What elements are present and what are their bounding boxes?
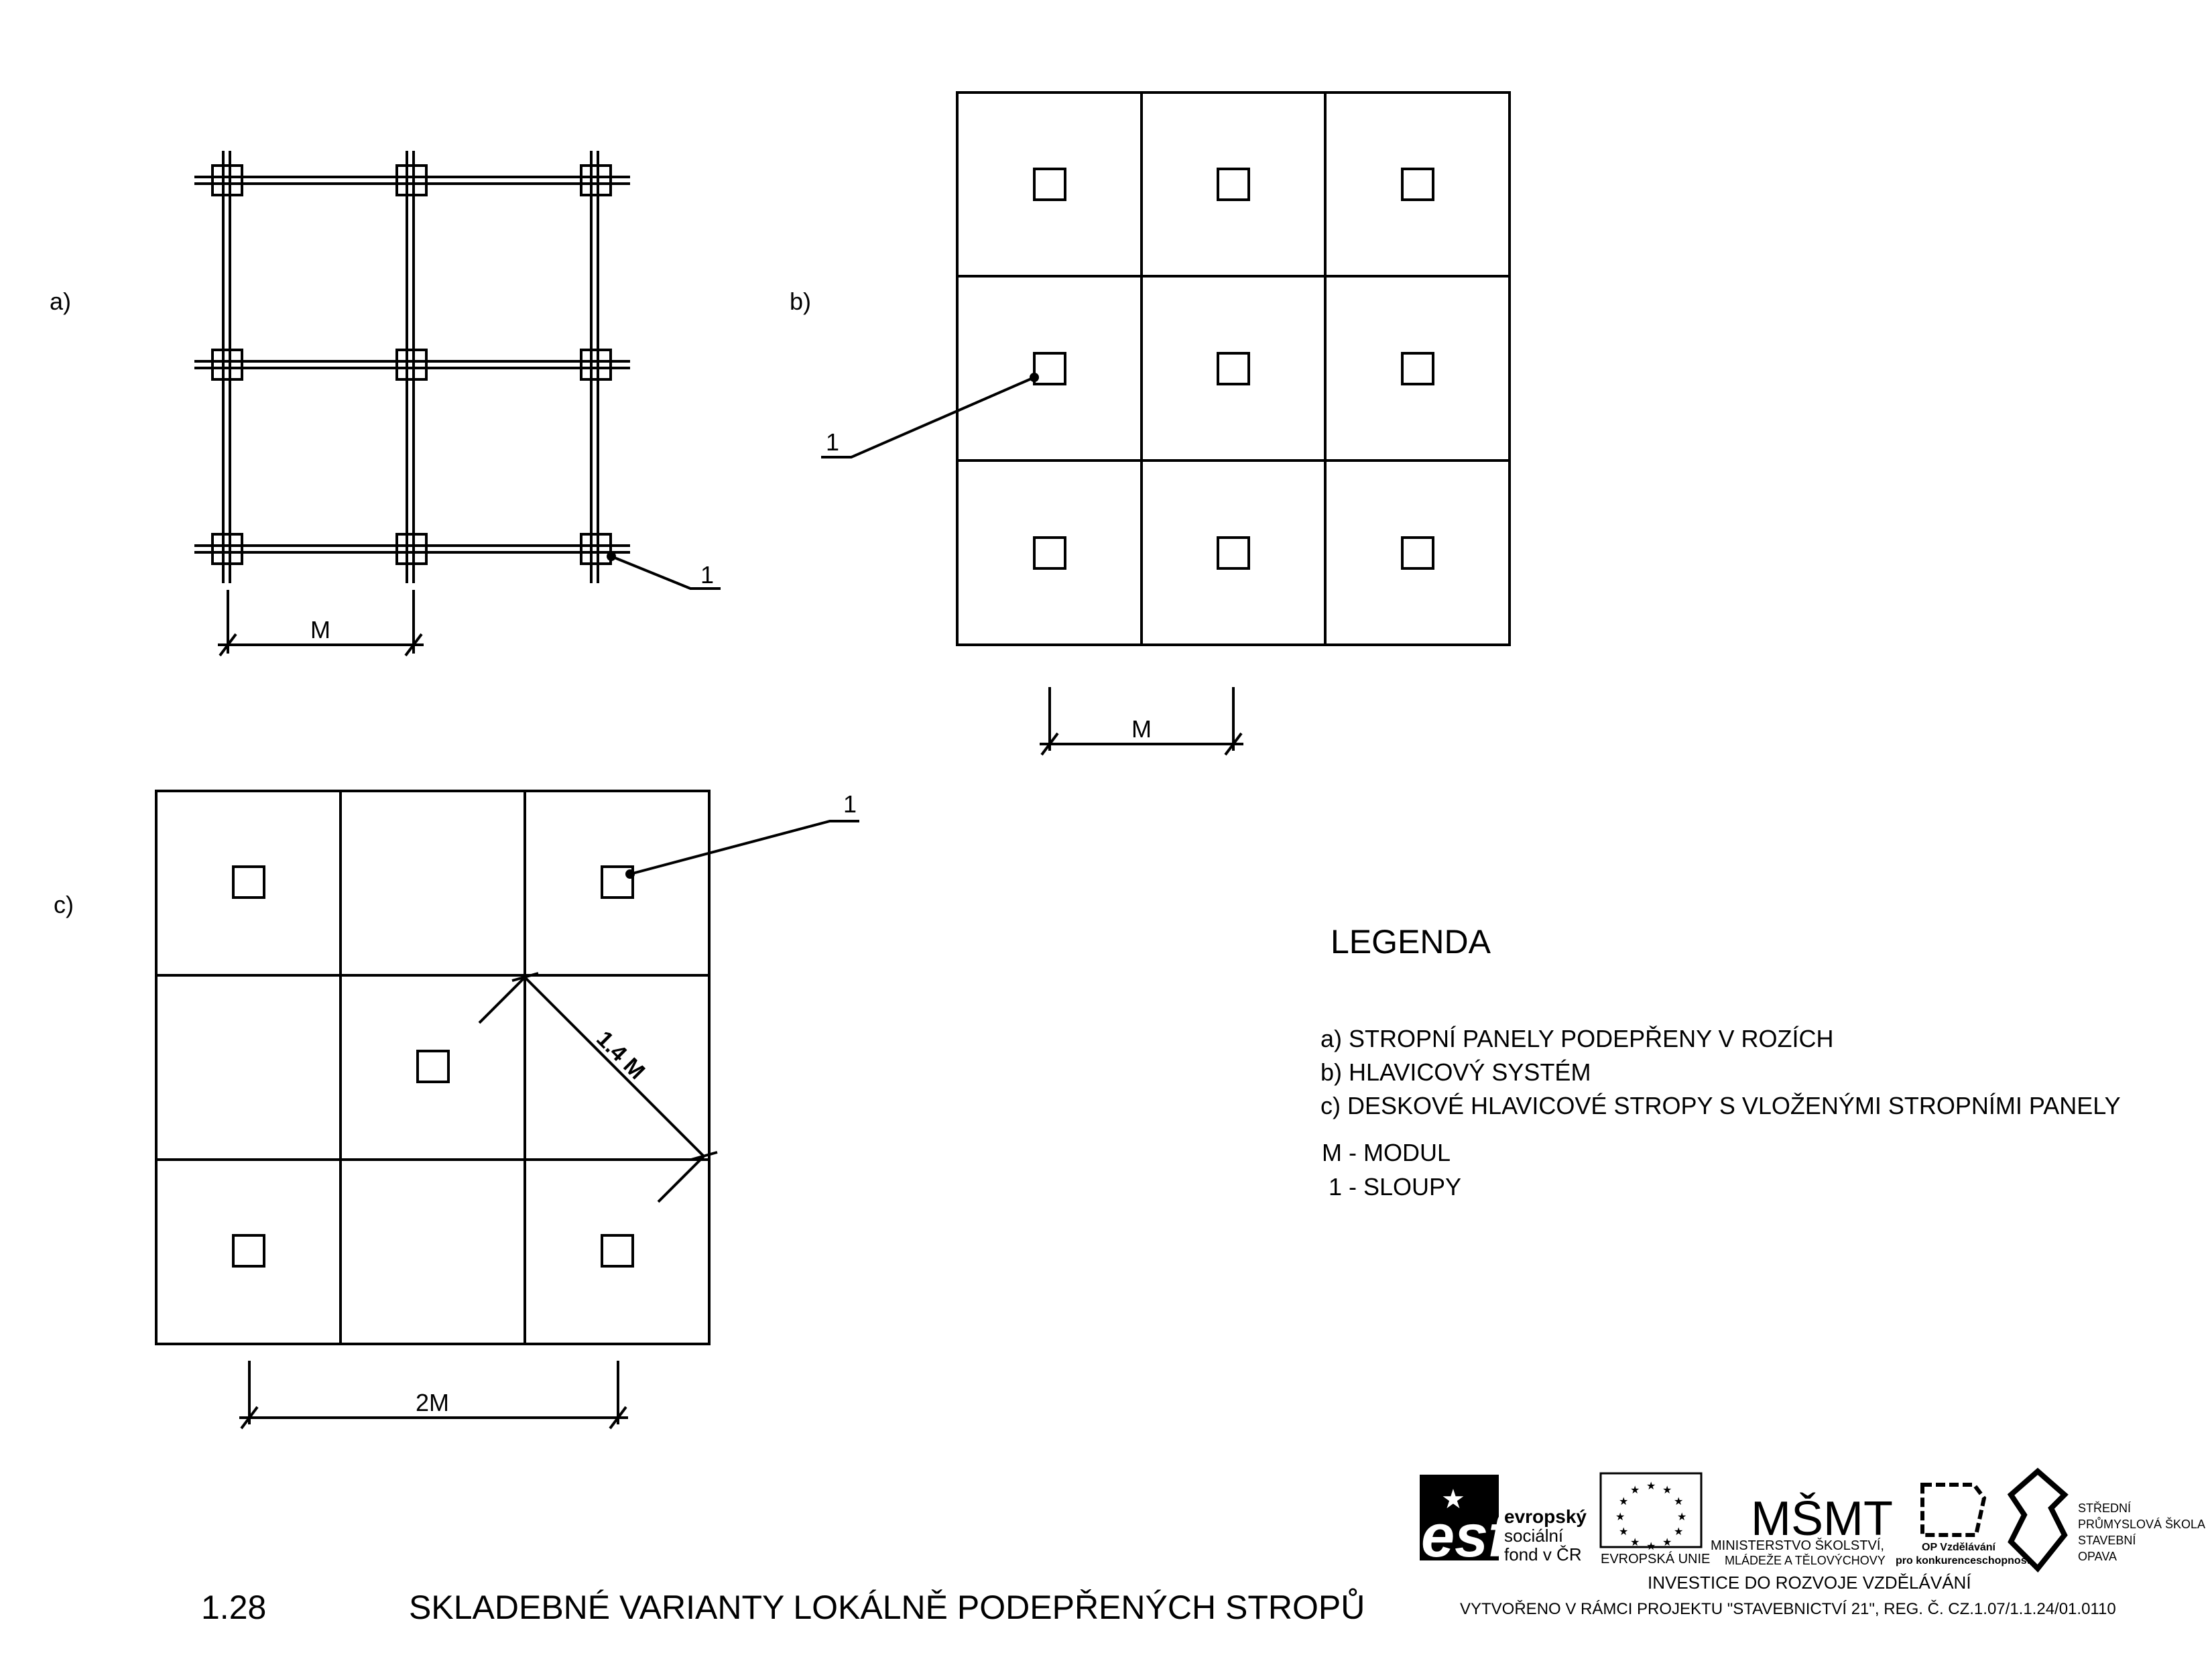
op-logo: OP Vzdělávání pro konkurenceschopnost [1896, 1483, 2031, 1566]
legend-title: LEGENDA [1331, 923, 1491, 961]
svg-text:★: ★ [1630, 1485, 1640, 1496]
callout-leader [629, 820, 859, 875]
column-square [211, 349, 243, 381]
footer-line1: INVESTICE DO ROZVOJE VZDĚLÁVÁNÍ [1648, 1573, 1971, 1593]
diagram-b [821, 91, 1511, 756]
eu-logo: ★ ★ ★ ★ ★ ★ ★ ★ ★ ★ ★ ★ EVROPSKÁ UNIE [1599, 1472, 1710, 1566]
diagram-b-dimension: M [1131, 715, 1152, 743]
column-square [416, 1050, 450, 1083]
column-square [580, 533, 612, 565]
eu-logo-caption: EVROPSKÁ UNIE [1601, 1551, 1710, 1566]
legend-note-module: M - MODUL [1322, 1139, 1451, 1166]
legend-item-c: c) DESKOVÉ HLAVICOVÉ STROPY S VLOŽENÝMI … [1320, 1092, 2121, 1119]
esf-logo-mark: esf [1421, 1503, 1514, 1570]
op-logo-line2: pro konkurenceschopnost [1896, 1555, 2031, 1566]
column-square [580, 164, 612, 196]
svg-text:★: ★ [1662, 1485, 1672, 1496]
diagram-a-dimension: M [310, 616, 330, 643]
msmt-logo-line1: MINISTERSTVO ŠKOLSTVÍ, [1711, 1538, 1884, 1553]
column-square [395, 164, 428, 196]
diagram-a [194, 151, 721, 657]
svg-text:★: ★ [1646, 1481, 1656, 1492]
column-square [1217, 536, 1250, 570]
diagram-a-label: a) [50, 288, 71, 315]
column-square [1401, 352, 1434, 385]
column-square [601, 1234, 634, 1268]
esf-logo-line2: sociální [1504, 1526, 1564, 1546]
esf-logo-line1: evropský [1504, 1506, 1587, 1527]
drawing-title: SKLADEBNÉ VARIANTY LOKÁLNĚ PODEPŘENÝCH S… [409, 1588, 1365, 1626]
svg-text:★: ★ [1619, 1496, 1628, 1508]
esf-logo: esf ★ evropský sociální fond v ČR [1420, 1475, 1587, 1570]
column-square [1401, 536, 1434, 570]
column-square [1217, 352, 1250, 385]
esf-logo-line3: fond v ČR [1504, 1544, 1582, 1564]
svg-text:★: ★ [1615, 1512, 1625, 1523]
legend-item-b: b) HLAVICOVÝ SYSTÉM [1320, 1058, 1591, 1086]
column-square [395, 533, 428, 565]
school-logo-line2: PRŮMYSLOVÁ ŠKOLA [2078, 1517, 2205, 1531]
diagram-a-callout: 1 [700, 561, 714, 589]
column-square [395, 349, 428, 381]
column-square [601, 865, 634, 899]
school-logo: STŘEDNÍ PRŮMYSLOVÁ ŠKOLA STAVEBNÍ OPAVA [2007, 1467, 2205, 1573]
svg-text:★: ★ [1619, 1526, 1628, 1538]
svg-text:★: ★ [1674, 1526, 1683, 1538]
callout-leader [821, 376, 1035, 458]
op-logo-line1: OP Vzdělávání [1922, 1542, 1996, 1553]
column-square [232, 865, 265, 899]
column-square [1033, 536, 1066, 570]
svg-text:★: ★ [1630, 1537, 1640, 1548]
svg-text:★: ★ [1674, 1496, 1683, 1508]
footer-line2: VYTVOŘENO V RÁMCI PROJEKTU "STAVEBNICTVÍ… [1460, 1599, 2116, 1618]
diagram-c-dimension: 2M [416, 1389, 449, 1416]
column-square [580, 349, 612, 381]
drawing-number: 1.28 [201, 1589, 266, 1626]
school-logo-line1: STŘEDNÍ [2078, 1501, 2131, 1515]
msmt-logo-mark: MŠMT [1751, 1492, 1893, 1546]
diagram-c-callout: 1 [843, 790, 857, 818]
diagram-c-diagonal-dimension: 1.4 M [591, 1026, 650, 1085]
svg-text:★: ★ [1646, 1541, 1656, 1552]
legend-item-a: a) STROPNÍ PANELY PODEPŘENY V ROZÍCH [1320, 1025, 1834, 1052]
eu-stars-icon: ★ ★ ★ ★ ★ ★ ★ ★ ★ ★ ★ ★ [1615, 1481, 1686, 1552]
column-square [211, 533, 243, 565]
svg-text:★: ★ [1662, 1537, 1672, 1548]
star-icon: ★ [1441, 1485, 1465, 1514]
school-logo-line3: STAVEBNÍ [2078, 1534, 2136, 1547]
msmt-logo: MŠMT MINISTERSTVO ŠKOLSTVÍ, MLÁDEŽE A TĚ… [1711, 1492, 1893, 1567]
column-square [1401, 168, 1434, 201]
callout-leader [611, 555, 721, 590]
msmt-logo-line2: MLÁDEŽE A TĚLOVÝCHOVY [1725, 1554, 1886, 1567]
legend-note-columns: 1 - SLOUPY [1322, 1173, 1461, 1201]
column-square [232, 1234, 265, 1268]
column-square [1217, 168, 1250, 201]
column-square [1033, 168, 1066, 201]
diagram-b-callout: 1 [826, 428, 839, 456]
diagram-c [155, 790, 859, 1430]
diagram-b-label: b) [790, 288, 811, 315]
column-square [1033, 352, 1066, 385]
diagram-c-label: c) [54, 891, 74, 918]
column-square [211, 164, 243, 196]
svg-text:★: ★ [1677, 1512, 1686, 1523]
school-logo-line4: OPAVA [2078, 1550, 2117, 1563]
